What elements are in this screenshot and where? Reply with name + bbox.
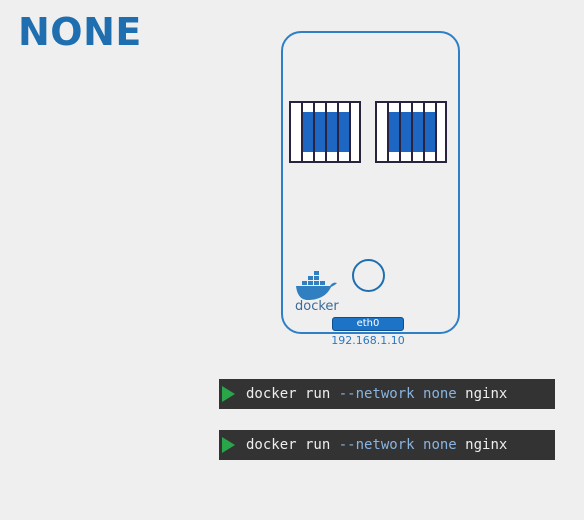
cmd-base: docker run: [246, 437, 339, 453]
eth0-interface: eth0: [332, 317, 404, 331]
prompt-arrow-icon: [222, 437, 235, 453]
container-right: [375, 101, 447, 163]
container-left: [289, 101, 361, 163]
cmd-flag: --network: [338, 437, 415, 453]
network-namespace-circle: [352, 259, 385, 292]
cmd-value: none: [423, 437, 457, 453]
cmd-flag: --network: [338, 386, 415, 402]
page-title: NONE: [18, 10, 142, 54]
cmd-image: nginx: [456, 437, 508, 453]
cmd-base: docker run: [246, 386, 339, 402]
ip-address: 192.168.1.10: [331, 334, 405, 347]
docker-whale-icon: [296, 271, 337, 300]
command-line-2: docker run --network none nginx: [219, 430, 555, 460]
prompt-arrow-icon: [222, 386, 235, 402]
command-line-1: docker run --network none nginx: [219, 379, 555, 409]
docker-logo-text: docker: [295, 299, 339, 314]
cmd-image: nginx: [456, 386, 508, 402]
cmd-value: none: [423, 386, 457, 402]
